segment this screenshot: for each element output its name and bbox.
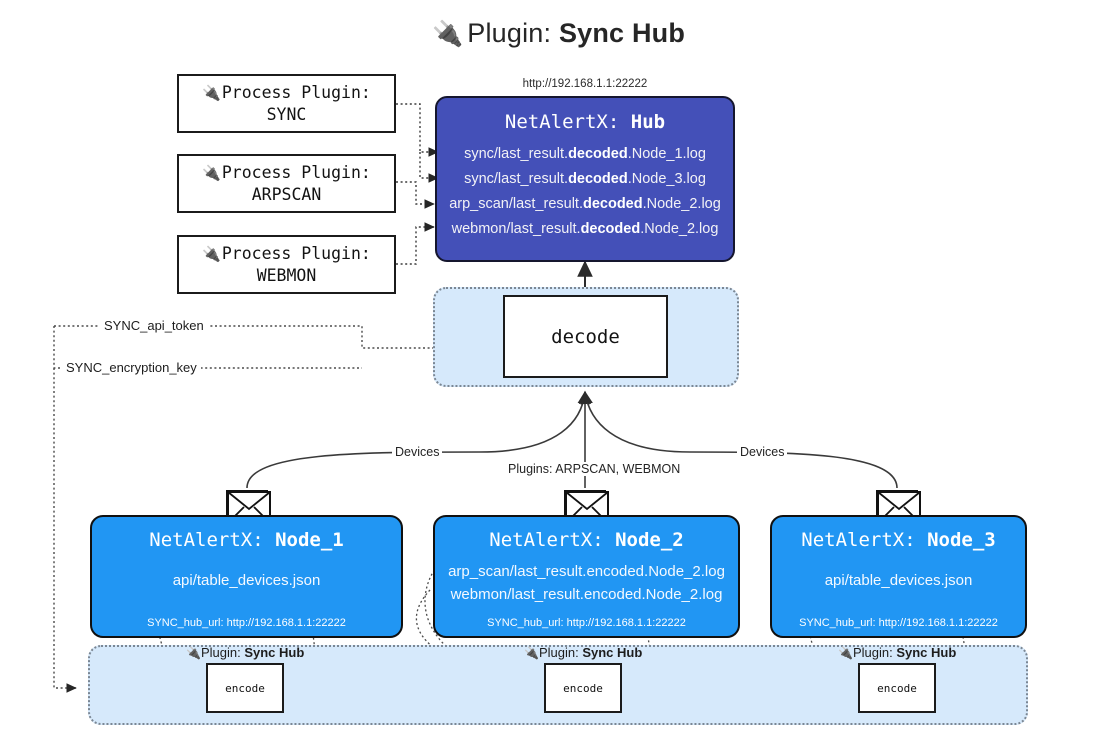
process-plugin-name: WEBMON [256,265,317,285]
plug-icon: 🔌 [186,646,201,660]
node-box-node-3[interactable]: NetAlertX: Node_3 api/table_devices.json… [770,515,1027,638]
node-prefix: NetAlertX: [801,529,928,551]
plugin-label-node-3: 🔌Plugin: Sync Hub [838,645,957,660]
node-name: Node_1 [275,529,344,551]
title-name: Sync Hub [558,18,686,48]
plug-icon: 🔌 [431,20,464,48]
encode-label: encode [563,681,603,695]
plug-icon: 🔌 [838,646,853,660]
page-title: 🔌Plugin: Sync Hub [0,18,1117,49]
node-hub-url: SYNC_hub_url: http://192.168.1.1:22222 [487,617,686,629]
node-line: api/table_devices.json [172,572,321,589]
sync-api-token-label: SYNC_api_token [100,318,208,333]
node-prefix: NetAlertX: [489,529,616,551]
node-line: arp_scan/last_result.encoded.Node_2.log [448,563,725,580]
node-name: Node_2 [615,529,684,551]
process-plugin-sync[interactable]: 🔌Process Plugin: SYNC [177,74,396,133]
hub-node[interactable]: NetAlertX: Hub sync/last_result.decoded.… [435,96,735,262]
sync-encryption-key-label: SYNC_encryption_key [62,360,201,375]
node-box-node-2[interactable]: NetAlertX: Node_2 arp_scan/last_result.e… [433,515,740,638]
process-plugin-name: ARPSCAN [251,184,322,204]
node-name: Node_3 [927,529,996,551]
node-hub-url: SYNC_hub_url: http://192.168.1.1:22222 [799,617,998,629]
edge-label-plugins-center: Plugins: ARPSCAN, WEBMON [505,462,684,476]
node-prefix: NetAlertX: [149,529,276,551]
process-plugin-arpscan[interactable]: 🔌Process Plugin: ARPSCAN [177,154,396,213]
plug-icon: 🔌 [202,244,221,263]
plugin-label-node-1: 🔌Plugin: Sync Hub [186,645,305,660]
encode-label: encode [225,681,265,695]
process-plugin-label: Process Plugin: [221,162,371,182]
hub-name: Hub [630,111,666,133]
hub-log-line: webmon/last_result.decoded.Node_2.log [451,220,719,237]
title-prefix: Plugin: [467,18,559,48]
node-line: webmon/last_result.encoded.Node_2.log [450,586,723,603]
hub-log-line: sync/last_result.decoded.Node_1.log [464,146,706,162]
hub-log-line: arp_scan/last_result.decoded.Node_2.log [449,195,721,212]
node-box-node-1[interactable]: NetAlertX: Node_1 api/table_devices.json… [90,515,403,638]
encode-box-node-2[interactable]: encode [544,663,622,713]
process-plugin-webmon[interactable]: 🔌Process Plugin: WEBMON [177,235,396,294]
plug-icon: 🔌 [524,646,539,660]
decode-box[interactable]: decode [503,295,668,378]
encode-box-node-3[interactable]: encode [858,663,936,713]
node-line: api/table_devices.json [824,572,973,589]
encode-label: encode [877,681,917,695]
node-hub-url: SYNC_hub_url: http://192.168.1.1:22222 [147,617,346,629]
plugin-label-node-2: 🔌Plugin: Sync Hub [524,645,643,660]
edge-label-devices-right: Devices [737,445,788,459]
edge-label-devices-left: Devices [392,445,443,459]
process-plugin-label: Process Plugin: [221,82,371,102]
decode-label: decode [551,325,620,348]
process-plugin-label: Process Plugin: [221,243,371,263]
hub-prefix: NetAlertX: [504,111,631,133]
plug-icon: 🔌 [202,163,221,182]
plug-icon: 🔌 [202,83,221,102]
process-plugin-name: SYNC [266,104,307,124]
encode-box-node-1[interactable]: encode [206,663,284,713]
hub-url-label: http://192.168.1.1:22222 [522,78,648,90]
hub-log-line: sync/last_result.decoded.Node_3.log [464,170,706,187]
